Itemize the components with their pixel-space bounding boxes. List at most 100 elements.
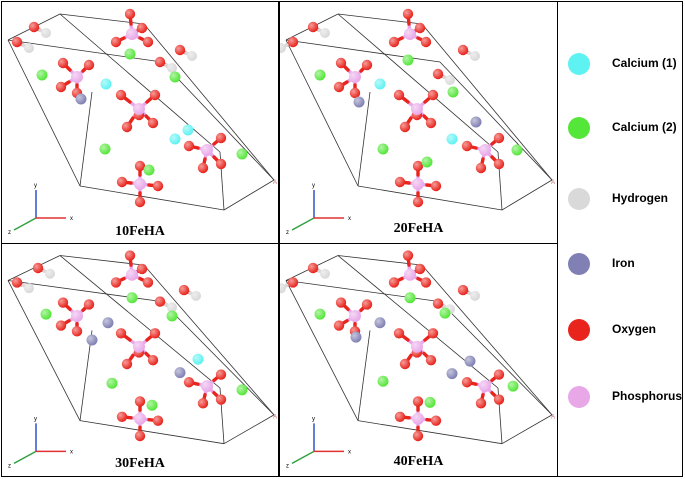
cell-edge <box>421 23 553 181</box>
phosphorus-atom <box>126 28 138 40</box>
oxygen-atom <box>335 57 347 69</box>
hydrogen-atom <box>280 283 286 294</box>
calcium2-atom <box>377 143 389 155</box>
atoms <box>280 250 519 442</box>
oxygen-atom <box>388 277 400 288</box>
phosphorus-atom <box>411 103 423 115</box>
cell-edge <box>143 23 275 181</box>
hydrogen-atom <box>187 51 197 61</box>
calcium2-atom <box>36 69 48 81</box>
cell-edge <box>357 420 503 445</box>
oxygen-atom <box>475 162 487 174</box>
calcium2-atom <box>377 375 389 387</box>
cell-edge <box>161 301 275 416</box>
calcium2-atom <box>402 54 414 66</box>
cell-edge <box>501 179 553 211</box>
phosphorus-atom <box>349 310 361 322</box>
iron-atom <box>350 331 362 343</box>
oxygen-swatch <box>568 319 590 341</box>
oxygen-atom <box>393 89 405 101</box>
cell-edge <box>79 420 225 445</box>
legend-item-calcium-2: Calcium (2) <box>568 117 684 141</box>
legend-item-hydrogen: Hydrogen <box>568 188 684 212</box>
z-axis-label: z <box>286 230 289 236</box>
calcium2-atom <box>447 86 459 98</box>
oxygen-atom <box>412 396 424 407</box>
atoms <box>280 8 523 208</box>
oxygen-atom <box>287 277 299 288</box>
hydrogen-atom <box>191 290 201 301</box>
cell-edge <box>285 280 441 302</box>
legend-label: Hydrogen <box>612 191 669 205</box>
legend-item-iron: Iron <box>568 253 684 277</box>
phosphorus-atom <box>479 380 491 393</box>
cell-edge <box>79 91 93 187</box>
cell-edge <box>223 179 275 211</box>
oxygen-atom <box>11 36 23 48</box>
oxygen-atom <box>136 22 148 34</box>
calcium2-atom <box>143 164 155 176</box>
oxygen-atom <box>28 21 40 33</box>
oxygen-atom <box>11 277 23 288</box>
cell-edge <box>223 414 275 445</box>
oxygen-atom <box>134 430 146 442</box>
calcium2-atom <box>169 71 181 83</box>
oxygen-atom <box>152 415 164 426</box>
phosphorus-swatch <box>568 386 590 408</box>
oxygen-atom <box>71 326 83 337</box>
phosphorus-atom <box>71 310 83 322</box>
cell-edge <box>439 61 553 181</box>
oxygen-atom <box>475 398 487 409</box>
z-axis-arrow <box>291 217 315 231</box>
iron-atom <box>75 93 87 105</box>
oxygen-atom <box>178 284 190 296</box>
oxygen-atom <box>493 369 505 380</box>
oxygen-atom <box>110 277 122 288</box>
oxygen-atom <box>461 140 473 152</box>
oxygen-atom <box>215 369 227 380</box>
legend-item-oxygen: Oxygen <box>568 319 684 343</box>
caption-30feha: 30FeHA <box>115 456 165 471</box>
phosphorus-atom <box>134 412 146 425</box>
oxygen-atom <box>116 411 128 422</box>
phosphorus-atom <box>412 412 424 425</box>
calcium2-atom <box>106 377 118 389</box>
calcium2-atom <box>439 307 451 319</box>
legend-label: Oxygen <box>612 322 657 336</box>
oxygen-atom <box>427 89 439 101</box>
phosphorus-atom <box>404 28 416 40</box>
calcium2-atom <box>314 69 326 81</box>
cell-edge <box>161 61 275 181</box>
legend-label: Phosphorus <box>612 389 683 403</box>
cell-edge <box>7 39 163 63</box>
oxygen-atom <box>399 121 411 133</box>
oxygen-atom <box>83 59 95 71</box>
oxygen-atom <box>115 328 127 339</box>
phosphorus-atom <box>404 268 416 281</box>
oxygen-atom <box>121 121 133 133</box>
cell-edge <box>501 414 553 445</box>
oxygen-atom <box>124 8 136 20</box>
oxygen-atom <box>121 358 133 370</box>
calcium2-atom <box>511 144 523 156</box>
calcium2-atom <box>99 143 111 155</box>
hydrogen-atom <box>45 268 55 279</box>
oxygen-atom <box>197 162 209 174</box>
oxygen-atom <box>110 36 122 48</box>
y-axis-label: y <box>312 183 315 189</box>
cell-edge <box>357 185 503 211</box>
cell-edge <box>285 39 441 63</box>
oxygen-atom <box>307 21 319 33</box>
calcium2-atom <box>314 308 326 320</box>
oxygen-atom <box>412 160 424 172</box>
y-axis-label: y <box>34 183 37 189</box>
y-axis-label: y <box>312 416 315 422</box>
hydrogen-atom <box>470 290 480 301</box>
atoms <box>11 250 248 442</box>
oxygen-atom <box>420 277 432 288</box>
oxygen-atom <box>183 140 195 152</box>
hydrogen-atom <box>470 51 480 61</box>
